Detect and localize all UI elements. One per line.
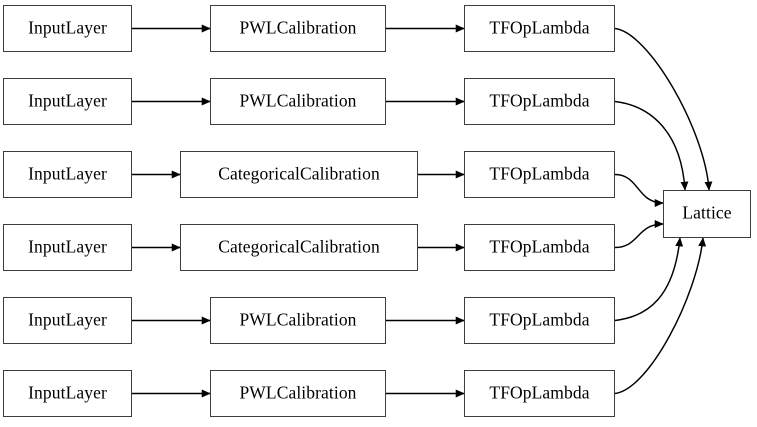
node-input-1[interactable]: InputLayer <box>3 5 132 52</box>
node-input-5[interactable]: InputLayer <box>3 297 132 344</box>
node-input-4[interactable]: InputLayer <box>3 224 132 271</box>
edge-e-lam5-lattice <box>614 237 684 322</box>
node-label: TFOpLambda <box>489 309 590 330</box>
node-calib-3[interactable]: CategoricalCalibration <box>180 151 418 198</box>
node-label: InputLayer <box>28 163 107 184</box>
node-label: Lattice <box>682 202 732 223</box>
node-lambda-1[interactable]: TFOpLambda <box>464 5 615 52</box>
node-label: InputLayer <box>28 90 107 111</box>
node-input-2[interactable]: InputLayer <box>3 78 132 125</box>
node-label: TFOpLambda <box>489 382 590 403</box>
node-label: CategoricalCalibration <box>218 163 380 184</box>
node-lattice[interactable]: Lattice <box>663 190 751 238</box>
node-label: InputLayer <box>28 309 107 330</box>
node-label: PWLCalibration <box>239 17 357 38</box>
edge-e-lam6-lattice <box>614 237 707 395</box>
node-label: TFOpLambda <box>489 90 590 111</box>
node-calib-1[interactable]: PWLCalibration <box>210 5 386 52</box>
node-lambda-3[interactable]: TFOpLambda <box>464 151 615 198</box>
node-calib-5[interactable]: PWLCalibration <box>210 297 386 344</box>
node-label: TFOpLambda <box>489 17 590 38</box>
node-label: PWLCalibration <box>239 90 357 111</box>
node-label: InputLayer <box>28 236 107 257</box>
node-lambda-2[interactable]: TFOpLambda <box>464 78 615 125</box>
node-input-3[interactable]: InputLayer <box>3 151 132 198</box>
node-calib-6[interactable]: PWLCalibration <box>210 370 386 417</box>
edge-e-lam2-lattice <box>614 100 689 191</box>
node-label: TFOpLambda <box>489 236 590 257</box>
node-label: TFOpLambda <box>489 163 590 184</box>
node-lambda-5[interactable]: TFOpLambda <box>464 297 615 344</box>
node-lambda-6[interactable]: TFOpLambda <box>464 370 615 417</box>
edge-e-lam1-lattice <box>614 27 713 191</box>
node-calib-2[interactable]: PWLCalibration <box>210 78 386 125</box>
edge-e-lam3-lattice <box>614 173 664 207</box>
node-label: PWLCalibration <box>239 309 357 330</box>
node-lambda-4[interactable]: TFOpLambda <box>464 224 615 271</box>
node-calib-4[interactable]: CategoricalCalibration <box>180 224 418 271</box>
node-label: CategoricalCalibration <box>218 236 380 257</box>
edge-e-lam4-lattice <box>614 220 664 249</box>
node-label: InputLayer <box>28 17 107 38</box>
node-label: InputLayer <box>28 382 107 403</box>
node-input-6[interactable]: InputLayer <box>3 370 132 417</box>
node-label: PWLCalibration <box>239 382 357 403</box>
